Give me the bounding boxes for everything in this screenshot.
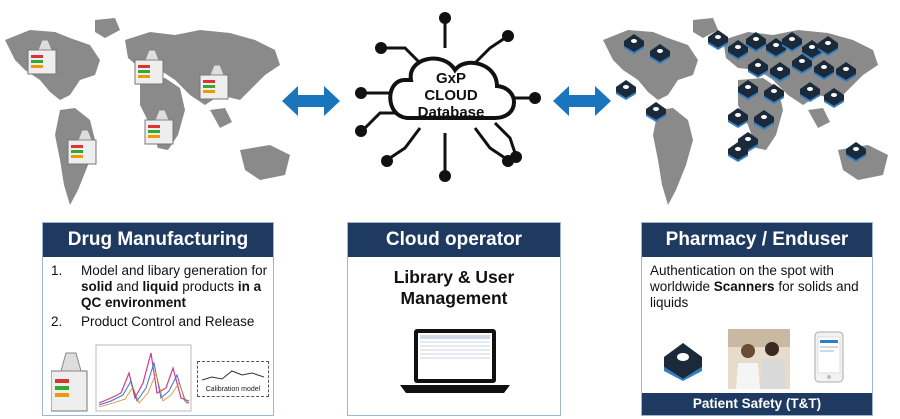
scanner-marker-icon [746, 32, 766, 52]
auth-bold: Scanners [713, 279, 775, 294]
scanner-marker-icon [836, 62, 856, 82]
calibration-label: Calibration model [205, 386, 261, 393]
scanner-marker-icon [754, 110, 774, 130]
patient-safety-bar: Patient Safety (T&T) [642, 393, 872, 415]
list-text: and [112, 279, 143, 294]
scanner-marker-icon [738, 80, 758, 100]
list-bold: in a QC environment [81, 279, 262, 310]
calibration-model-box: Calibration model [197, 361, 269, 397]
list-bold: liquid [142, 279, 179, 294]
cloud-operator-panel: Cloud operator Library & User Management [347, 222, 561, 416]
scanner-marker-icon [624, 34, 644, 54]
panel-title: Pharmacy / Enduser [642, 223, 872, 257]
cloud-label-line3: Database [417, 104, 485, 121]
scanner-marker-icon [800, 82, 820, 102]
pharmacy-panel: Pharmacy / Enduser Authentication on the… [641, 222, 873, 416]
management-title-line1: Library & User [393, 267, 515, 287]
scanner-marker-icon [770, 62, 790, 82]
list-item: 1. Model and libary generation for solid… [43, 263, 273, 311]
pharmacy-photo [728, 329, 790, 389]
scanner-marker-icon [728, 108, 748, 128]
scanner-marker-icon [824, 88, 844, 108]
scanner-marker-icon [802, 40, 822, 60]
panel-title: Drug Manufacturing [43, 223, 273, 257]
scanner-marker-icon [814, 60, 834, 80]
smartphone-icon [814, 331, 844, 383]
world-map-left [5, 18, 290, 205]
authentication-text: Authentication on the spot with worldwid… [642, 257, 872, 311]
scanner-marker-icon [792, 54, 812, 74]
double-arrow-icon [553, 86, 611, 116]
list-text: Model and libary generation for [81, 263, 268, 278]
list-bold: solid [81, 279, 113, 294]
step-list: 1. Model and libary generation for solid… [43, 263, 273, 330]
auth-text: Authentication on the spot with worldwid… [650, 263, 834, 294]
scanner-marker-icon [728, 40, 748, 60]
scanner-markers [616, 30, 866, 162]
list-number: 1. [51, 263, 63, 278]
scanner-marker-icon [748, 58, 768, 78]
scanner-marker-icon [646, 102, 666, 122]
management-title-line2: Management [400, 288, 508, 308]
calibration-curve [202, 370, 264, 381]
list-number: 2. [51, 314, 63, 329]
double-arrow-icon [282, 86, 340, 116]
list-text: products [178, 279, 238, 294]
instrument-markers [27, 39, 229, 165]
scanner-marker-icon [846, 142, 866, 162]
cloud-label-line2: CLOUD [424, 87, 478, 104]
auth-text: for solids and liquids [650, 279, 859, 310]
laptop-icon [400, 329, 510, 393]
world-map-right [603, 18, 888, 205]
cloud-network-icon [355, 12, 541, 182]
scanner-icon [664, 343, 702, 381]
panel-title: Cloud operator [348, 223, 560, 257]
scanner-marker-icon [818, 36, 838, 56]
scanner-marker-icon [728, 142, 748, 162]
scanner-marker-icon [782, 32, 802, 52]
spectra-illustration [51, 344, 192, 412]
scanner-marker-icon [764, 84, 784, 104]
list-text: Product Control and Release [81, 314, 255, 329]
list-item: 2. Product Control and Release [43, 314, 273, 330]
drug-manufacturing-panel: Drug Manufacturing 1. Model and libary g… [42, 222, 274, 416]
scanner-marker-icon [708, 30, 728, 50]
scanner-marker-icon [650, 44, 670, 64]
scanner-marker-icon [766, 38, 786, 58]
scanner-marker-icon [616, 80, 636, 100]
cloud-label-line1: GxP [435, 70, 466, 87]
